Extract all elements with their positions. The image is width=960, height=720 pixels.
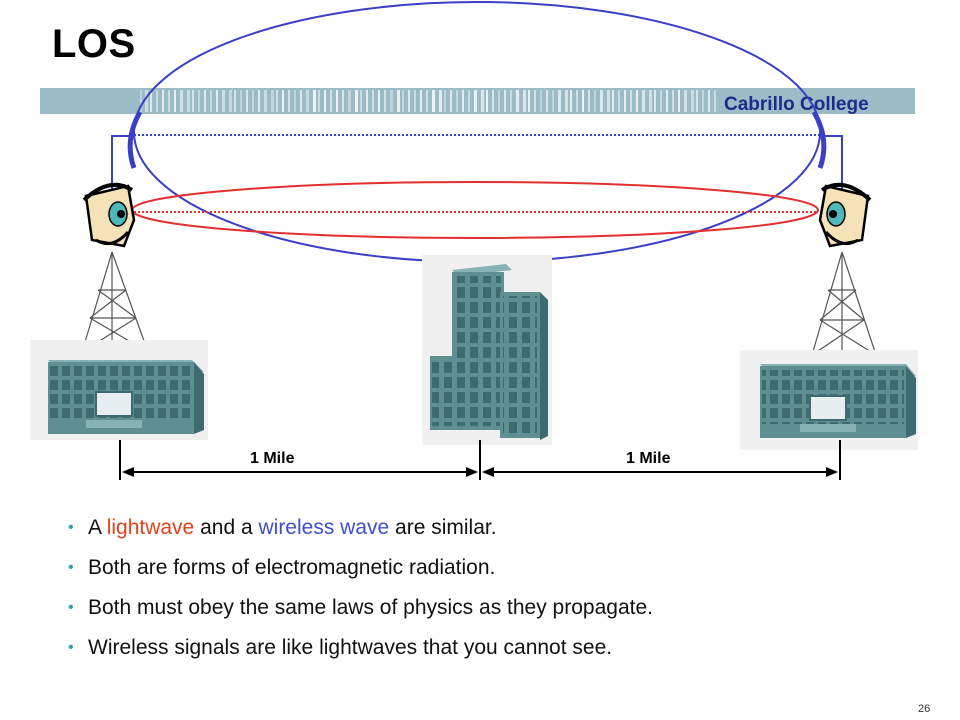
left-eye-icon — [82, 182, 136, 248]
header-stripe-band — [40, 88, 915, 114]
bullet-item: • Both are forms of electromagnetic radi… — [68, 548, 918, 588]
bullet-item: • Wireless signals are like lightwaves t… — [68, 628, 918, 668]
outer-fresnel-zone — [133, 1, 821, 263]
bullet-dot-icon: • — [68, 599, 74, 616]
right-antenna-tower — [811, 251, 877, 356]
left-antenna-cable — [111, 135, 132, 190]
bullet-dot-icon: • — [68, 519, 74, 536]
bullet-text: Wireless signals are like lightwaves tha… — [88, 636, 613, 659]
bullet-text: A lightwave and a wireless wave are simi… — [88, 516, 497, 539]
right-eye-icon — [818, 182, 872, 248]
page-number: 26 — [918, 703, 931, 715]
center-tall-building-icon — [422, 255, 552, 445]
right-building-icon — [740, 350, 918, 450]
college-logo-text: Cabrillo College — [724, 94, 869, 115]
left-dish-antenna — [127, 110, 143, 169]
right-antenna-cable — [822, 135, 843, 192]
bullet-text: Both must obey the same laws of physics … — [88, 596, 653, 619]
slide-title: LOS — [52, 22, 136, 66]
bullet-list: • A lightwave and a wireless wave are si… — [68, 508, 918, 668]
distance-measure — [119, 440, 841, 480]
right-dish-antenna — [811, 110, 827, 169]
distance-label-left: 1 Mile — [250, 450, 295, 467]
bullet-item: • A lightwave and a wireless wave are si… — [68, 508, 918, 548]
bullet-dot-icon: • — [68, 639, 74, 656]
bullet-dot-icon: • — [68, 559, 74, 576]
inner-fresnel-zone — [131, 181, 819, 239]
left-antenna-tower — [81, 251, 149, 353]
lightwave-term: lightwave — [106, 516, 195, 539]
bullet-text: Both are forms of electromagnetic radiat… — [88, 556, 496, 579]
los-diagram — [30, 1, 918, 480]
distance-label-right: 1 Mile — [626, 450, 671, 467]
wireless-wave-term: wireless wave — [258, 516, 390, 539]
bullet-item: • Both must obey the same laws of physic… — [68, 588, 918, 628]
left-building-icon — [30, 340, 208, 440]
